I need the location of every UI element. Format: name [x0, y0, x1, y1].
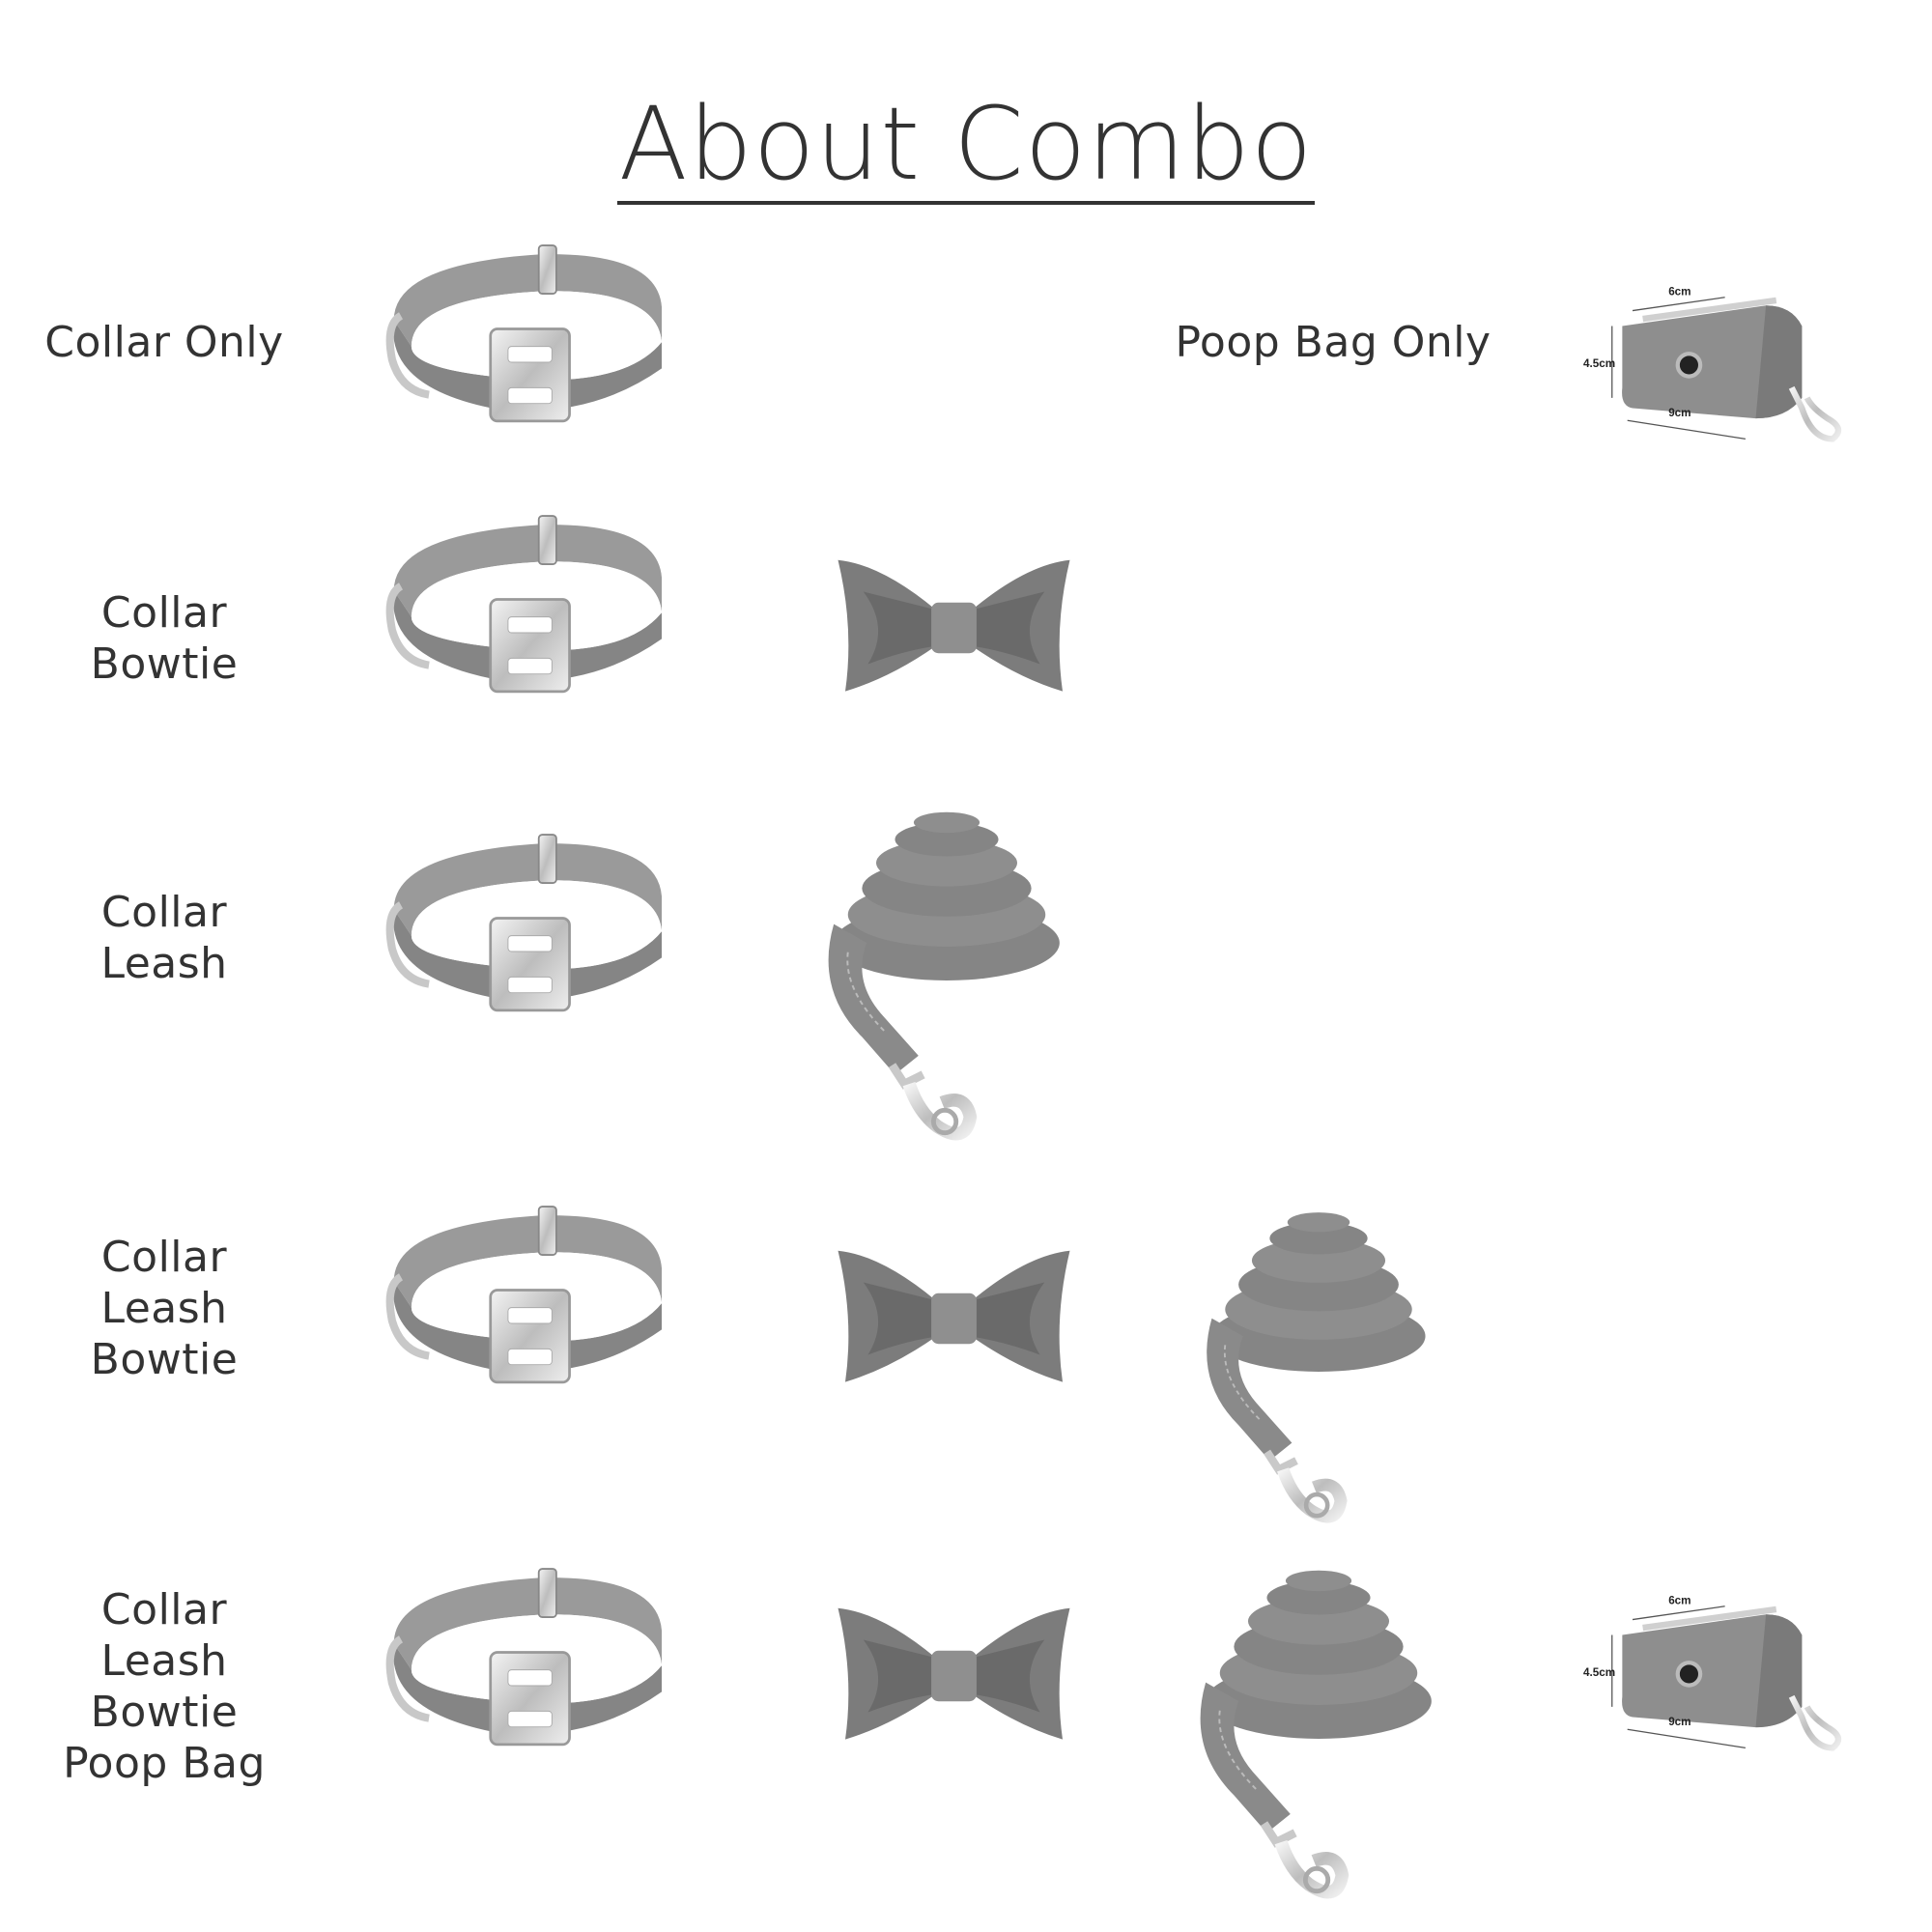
- page-title: About Combo: [0, 91, 1932, 206]
- dimension-length: 9cm: [1668, 407, 1690, 419]
- dimension-width: 6cm: [1668, 1595, 1690, 1607]
- dimension-height: 4.5cm: [1583, 357, 1615, 370]
- combo-label-collar-only: Collar Only: [44, 318, 284, 367]
- bowtie-icon: [816, 1246, 1092, 1391]
- leash-icon: [797, 802, 1096, 1159]
- collar-icon: [338, 237, 696, 430]
- combo-label-collar-leash-bowtie: Collar Leash Bowtie: [90, 1233, 239, 1384]
- combo-label-poop-bag-only: Poop Bag Only: [1175, 318, 1492, 367]
- collar-icon: [338, 1198, 696, 1391]
- dimension-length: 9cm: [1668, 1716, 1690, 1728]
- poop-bag-icon: 6cm 4.5cm 9cm: [1570, 285, 1860, 449]
- combo-label-collar-leash-bowtie-poop-bag: Collar Leash Bowtie Poop Bag: [63, 1585, 266, 1788]
- dimension-height: 4.5cm: [1583, 1666, 1615, 1679]
- leash-icon: [1169, 1203, 1468, 1541]
- bowtie-icon: [816, 1604, 1092, 1748]
- combo-label-collar-bowtie: Collar Bowtie: [90, 588, 239, 689]
- dimension-width: 6cm: [1668, 286, 1690, 298]
- collar-icon: [338, 1560, 696, 1753]
- collar-icon: [338, 507, 696, 700]
- collar-icon: [338, 826, 696, 1019]
- poop-bag-icon: 6cm 4.5cm 9cm: [1570, 1594, 1860, 1758]
- leash-icon: [1169, 1560, 1468, 1918]
- combo-label-collar-leash: Collar Leash: [100, 888, 228, 988]
- bowtie-icon: [816, 555, 1092, 700]
